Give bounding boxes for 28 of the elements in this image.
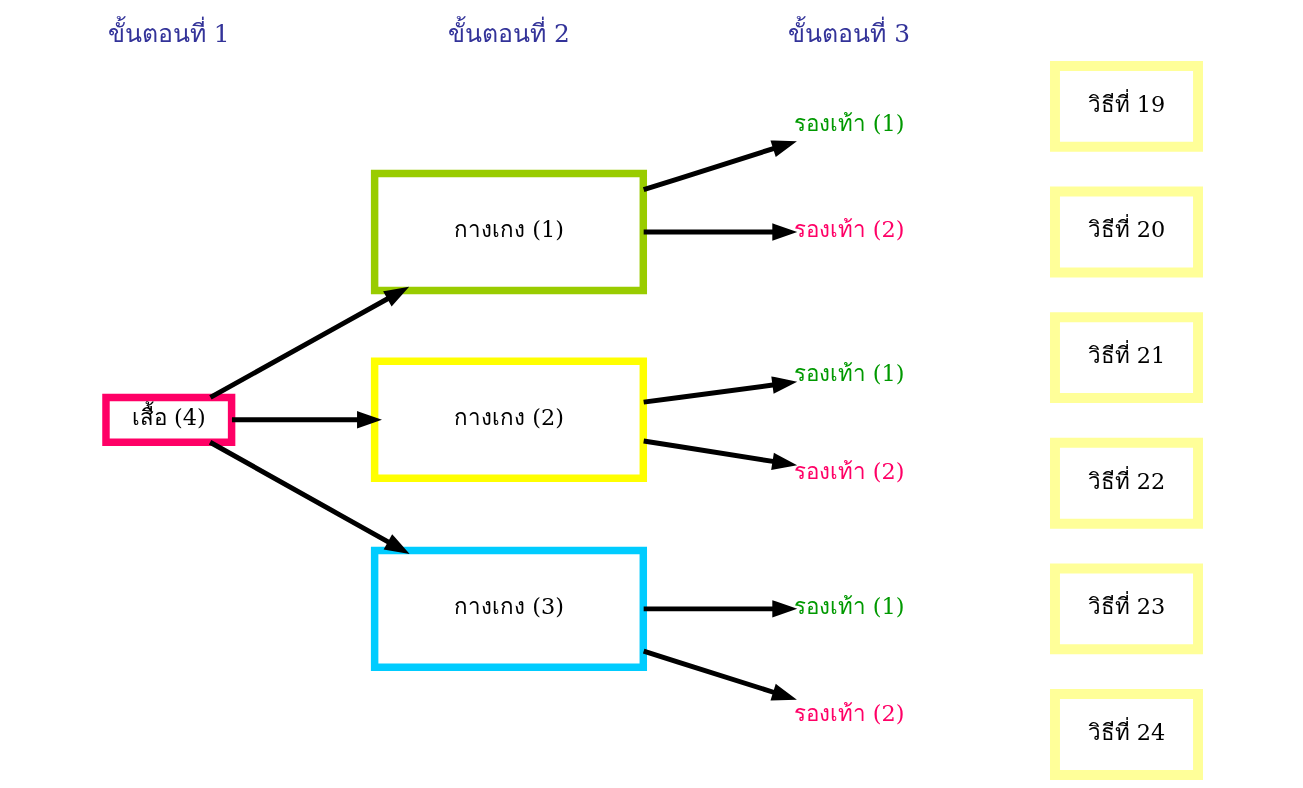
node-text: รองเท้า (2) (793, 700, 905, 727)
label: ขั้นตอนที่ 3 (787, 18, 910, 48)
node-box: เสื้อ (4) (101, 393, 235, 446)
node-box: วิธีที่ 23 (1049, 563, 1203, 655)
arrow (642, 376, 797, 405)
node-text: รองเท้า (2) (793, 457, 905, 484)
node-text: รองเท้า (2) (793, 216, 905, 243)
arrow (208, 440, 410, 554)
node-box: วิธีที่ 21 (1049, 312, 1203, 403)
node-text: รองเท้า (1) (793, 593, 905, 620)
arrow (642, 140, 797, 193)
arrow (643, 223, 797, 241)
arrow (643, 600, 797, 618)
node-box: วิธีที่ 20 (1049, 186, 1203, 278)
node-box: วิธีที่ 22 (1049, 437, 1203, 529)
label: ขั้นตอนที่ 2 (447, 18, 570, 48)
node-text: รองเท้า (1) (793, 109, 905, 136)
label: ขั้นตอนที่ 1 (107, 18, 230, 48)
arrow (231, 411, 382, 429)
node-box: วิธีที่ 24 (1049, 689, 1203, 780)
arrow (208, 286, 409, 400)
node-box: กางเกง (1) (370, 169, 647, 295)
node-box: วิธีที่ 19 (1049, 60, 1203, 152)
node-box: กางเกง (3) (370, 546, 647, 672)
node-text: รองเท้า (1) (793, 359, 905, 386)
node-box: กางเกง (2) (370, 357, 647, 482)
arrow (642, 648, 797, 701)
arrow (642, 438, 797, 470)
